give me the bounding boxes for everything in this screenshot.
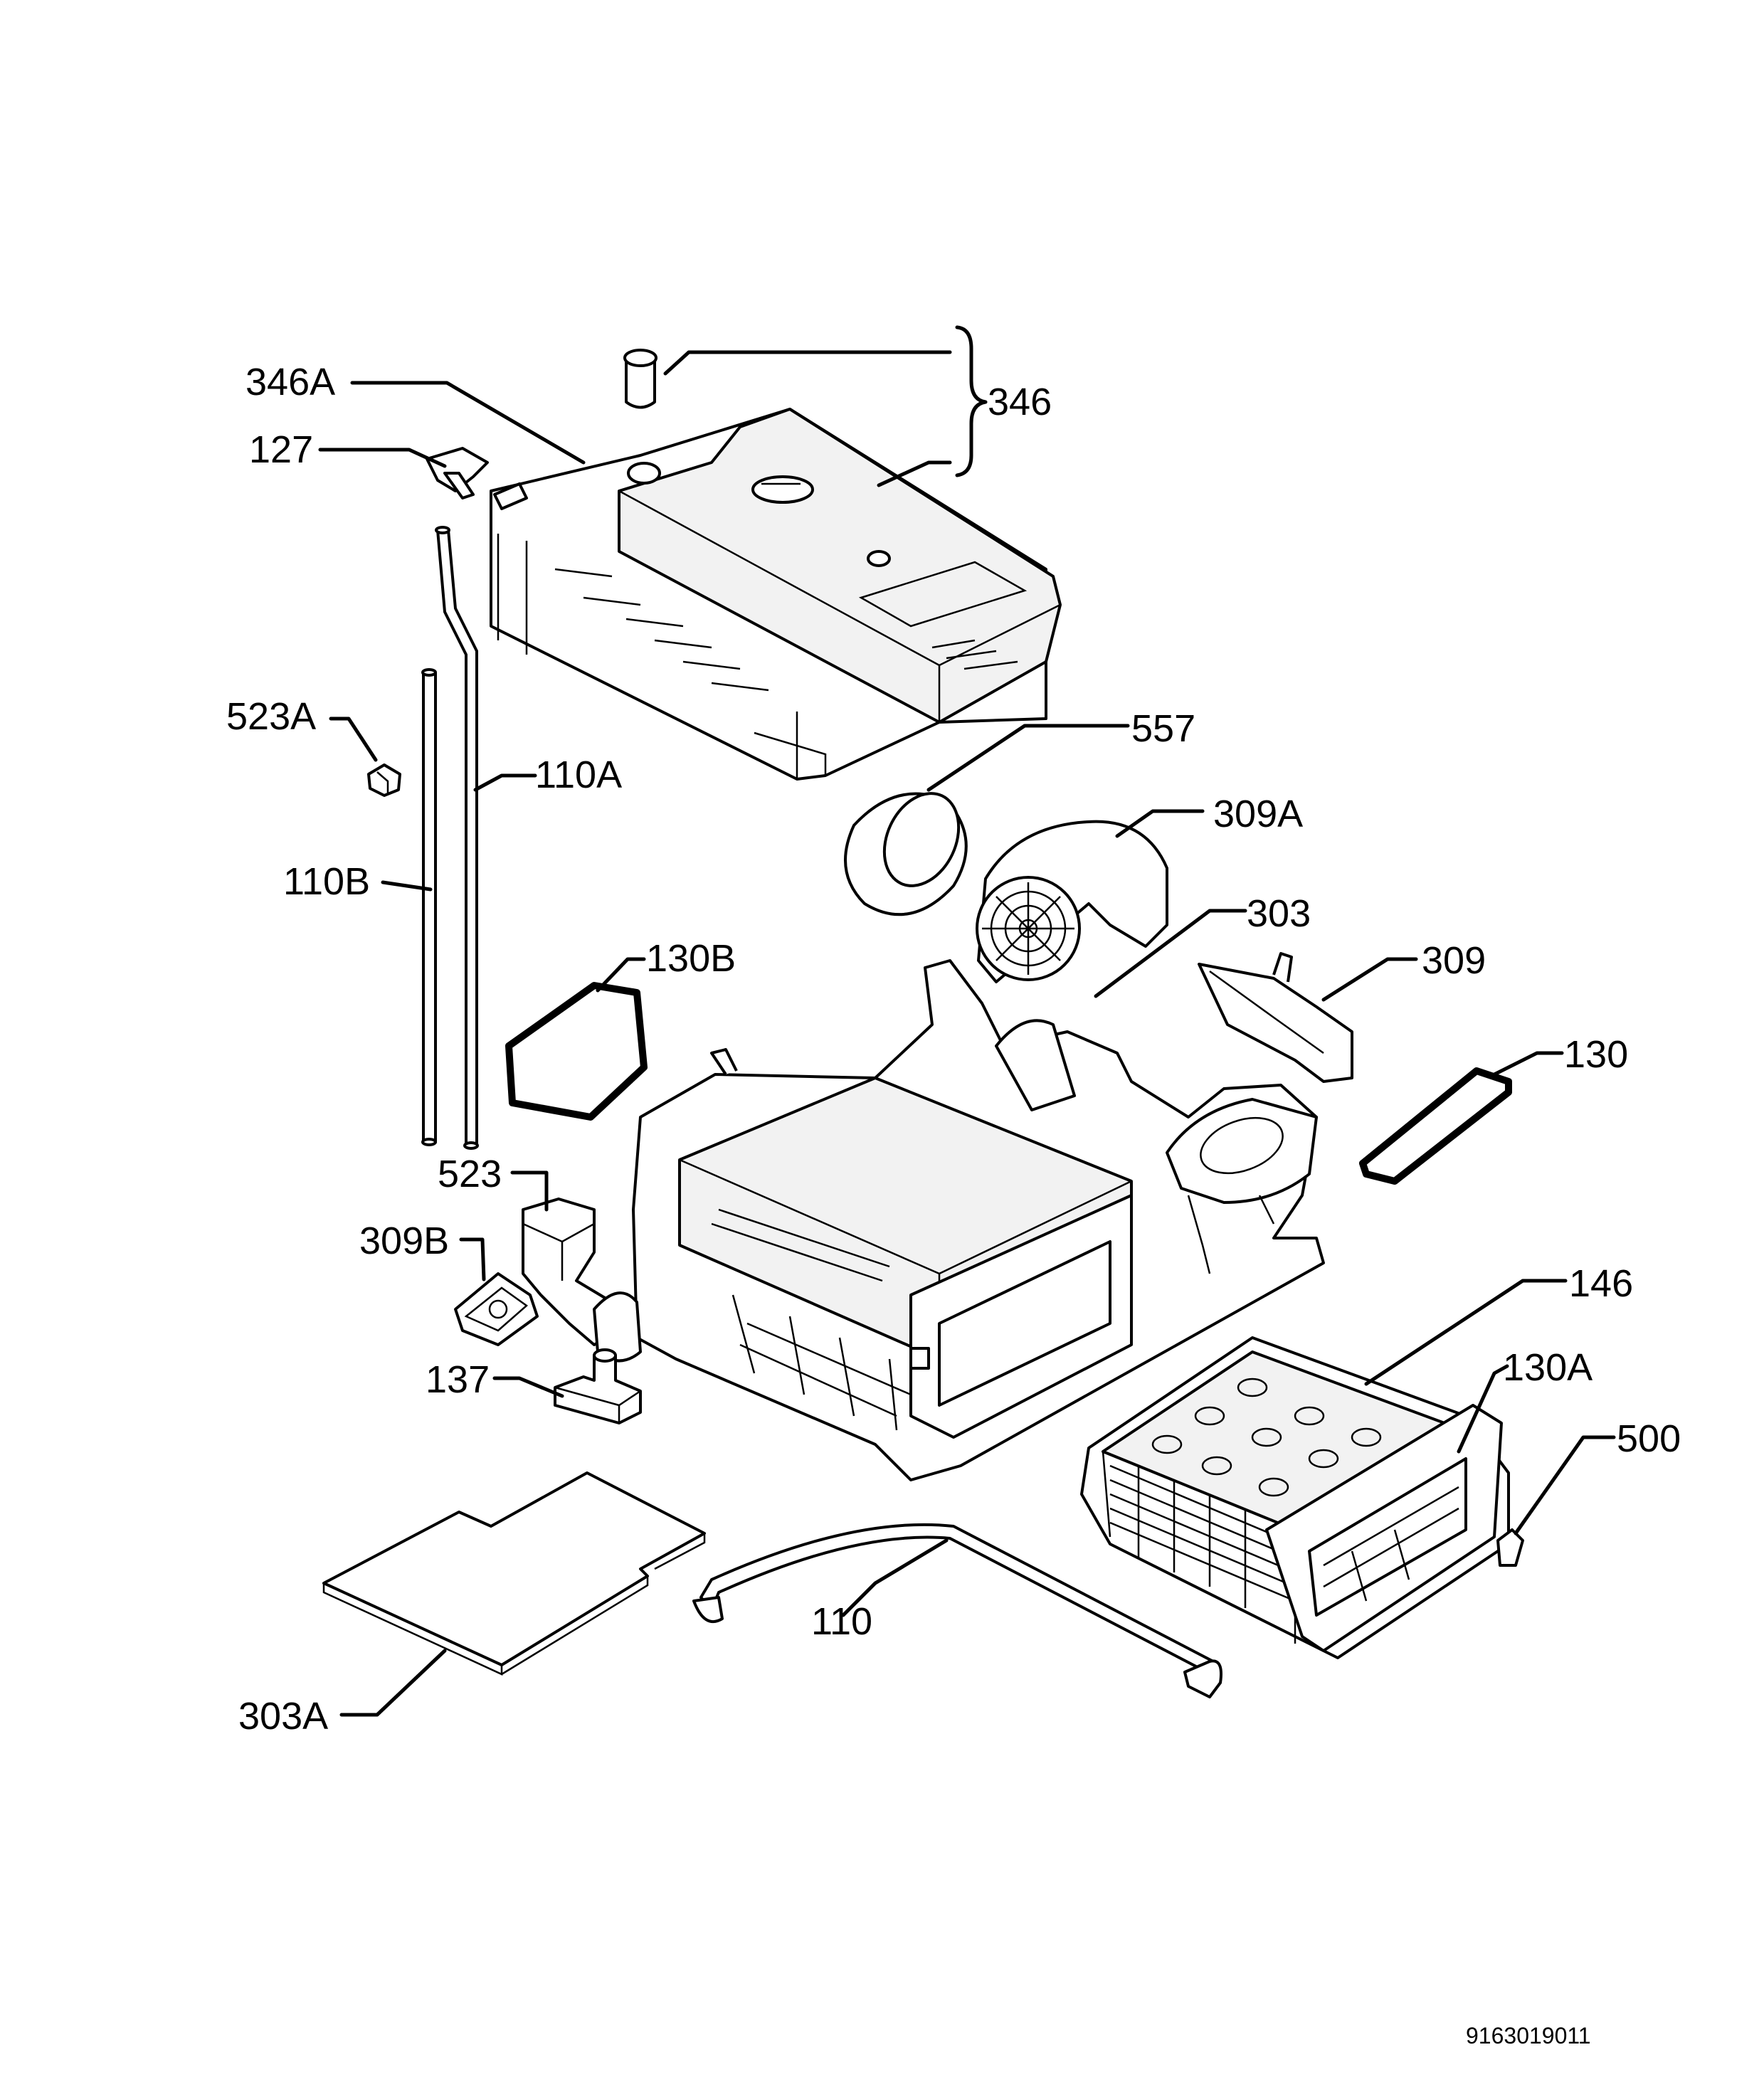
leader-130 [1492, 1051, 1564, 1077]
drawing-number: 9163019011 [1466, 2023, 1591, 2048]
label-137: 137 [426, 1358, 490, 1401]
label-110: 110 [811, 1600, 872, 1643]
part-346a-cap[interactable] [623, 349, 657, 409]
part-labels: 346A 127 346 523A 110A 110B 557 309A 303… [226, 361, 1681, 2048]
leader-309b [459, 1237, 486, 1281]
part-309b-bracket[interactable] [454, 1272, 539, 1346]
leader-309a [1115, 809, 1205, 838]
leader-146 [1364, 1279, 1568, 1386]
label-127: 127 [249, 428, 313, 471]
label-303a: 303A [238, 1695, 328, 1738]
leader-110a [473, 773, 537, 792]
leader-137 [492, 1376, 564, 1398]
leader-130b [596, 957, 646, 993]
label-346: 346 [988, 381, 1052, 423]
leader-523 [510, 1170, 549, 1212]
label-303: 303 [1247, 892, 1311, 935]
part-130b-gasket[interactable] [505, 982, 648, 1121]
label-500: 500 [1617, 1417, 1681, 1460]
part-523a-clip[interactable] [367, 763, 401, 797]
label-130b: 130B [646, 937, 736, 980]
bracket-346 [955, 325, 988, 477]
leader-557 [926, 724, 1130, 792]
label-309: 309 [1422, 939, 1486, 982]
leader-303 [1094, 909, 1247, 998]
leader-110 [841, 1538, 949, 1617]
part-309-duct[interactable] [1198, 952, 1353, 1083]
label-130a: 130A [1503, 1346, 1593, 1389]
leader-346-cap [663, 350, 952, 376]
label-309a: 309A [1213, 793, 1303, 835]
leader-lines [318, 325, 1616, 1717]
label-346a: 346A [245, 361, 335, 403]
leader-303a [339, 1649, 447, 1717]
part-303-air-duct-body[interactable] [632, 959, 1325, 1481]
label-309b: 309B [359, 1220, 449, 1262]
leader-110b [381, 880, 433, 892]
part-110b-hose[interactable] [421, 668, 437, 1146]
part-557-ring-seal[interactable] [844, 781, 973, 916]
part-523-sensor[interactable] [522, 1197, 642, 1363]
label-557: 557 [1131, 707, 1195, 750]
part-346-water-container[interactable] [490, 408, 1062, 781]
label-146: 146 [1569, 1262, 1633, 1305]
leader-346-body [877, 460, 952, 487]
leader-130a [1457, 1364, 1509, 1454]
label-130: 130 [1564, 1033, 1628, 1076]
leader-127 [318, 448, 447, 468]
part-303a-insulation-mat[interactable] [322, 1471, 706, 1676]
leader-346a [350, 381, 586, 465]
label-110a: 110A [535, 754, 622, 796]
leader-309 [1321, 957, 1418, 1002]
part-309a-fan-housing[interactable] [976, 820, 1168, 983]
part-500-latch[interactable] [1496, 1528, 1524, 1567]
part-137-connector[interactable] [554, 1348, 642, 1424]
part-110-drain-hose[interactable] [692, 1523, 1222, 1698]
part-146-condenser[interactable] [1080, 1336, 1510, 1659]
part-130-gasket[interactable] [1359, 1067, 1512, 1185]
leader-500 [1514, 1435, 1616, 1535]
part-110a-hose[interactable] [435, 526, 479, 1150]
label-523a: 523A [226, 695, 316, 738]
label-523: 523 [438, 1153, 502, 1195]
part-127-clip[interactable] [426, 447, 489, 499]
leader-523a [329, 717, 378, 762]
label-110b: 110B [283, 860, 370, 903]
